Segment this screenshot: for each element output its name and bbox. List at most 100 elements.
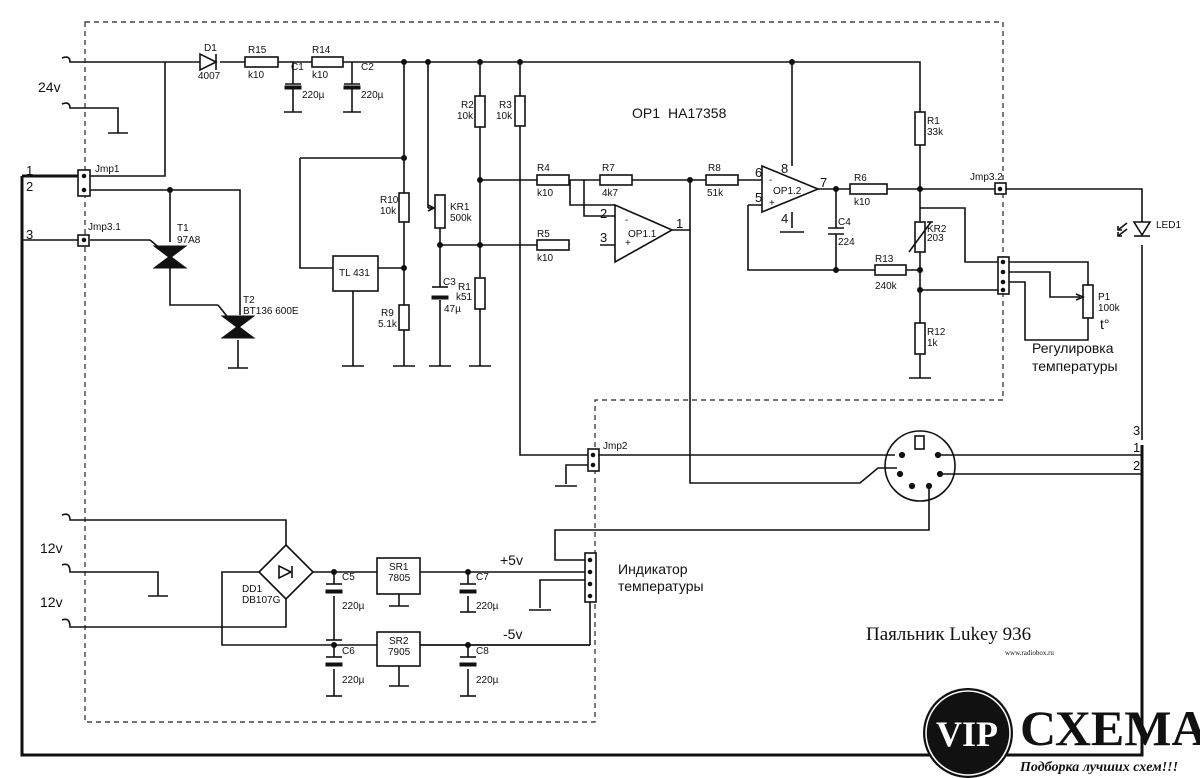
tl431-chip: TL 431 [332, 255, 379, 292]
svg-text:C6: C6 [342, 646, 355, 657]
main-cable [20, 174, 1144, 757]
svg-text:P1: P1 [1098, 292, 1111, 303]
svg-text:C3: C3 [443, 277, 456, 288]
schematic-title: Паяльник Lukey 936 www.radiobox.ru [866, 624, 1054, 657]
svg-text:3: 3 [600, 230, 607, 245]
svg-text:Индикатор: Индикатор [618, 561, 688, 577]
svg-text:10k: 10k [496, 111, 513, 122]
svg-text:SR2: SR2 [389, 636, 409, 647]
board-outline [84, 21, 1004, 723]
svg-text:3: 3 [26, 227, 33, 242]
svg-text:KR1: KR1 [450, 202, 470, 213]
svg-text:+5v: +5v [500, 552, 523, 568]
capacitor-c3: C3 47µ [431, 277, 461, 315]
svg-text:Jmp1: Jmp1 [95, 164, 120, 175]
svg-text:240k: 240k [875, 281, 898, 292]
din-connector: 3 1 2 [554, 230, 1142, 561]
trimmer-kr2: KR2 203 [908, 221, 947, 253]
svg-text:R10: R10 [380, 195, 399, 206]
svg-text:220µ: 220µ [476, 601, 499, 612]
svg-text:2: 2 [600, 206, 607, 221]
svg-text:k10: k10 [312, 70, 329, 81]
resistor-r2: R2 10k [457, 95, 486, 128]
svg-text:k10: k10 [537, 253, 554, 264]
svg-text:220µ: 220µ [342, 675, 365, 686]
svg-text:51k: 51k [707, 188, 724, 199]
svg-text:Регулировка: Регулировка [1032, 340, 1114, 356]
connector-temp-adjust [997, 256, 1010, 295]
svg-text:C4: C4 [838, 217, 851, 228]
svg-text:R12: R12 [927, 327, 946, 338]
svg-text:R4: R4 [537, 163, 550, 174]
resistor-r5: R5 k10 [536, 229, 570, 264]
svg-text:5: 5 [755, 190, 762, 205]
svg-text:220µ: 220µ [361, 90, 384, 101]
svg-text:1: 1 [26, 163, 33, 178]
svg-text:R1: R1 [458, 282, 471, 293]
svg-text:+: + [625, 238, 631, 249]
svg-text:4: 4 [781, 211, 788, 226]
svg-text:47µ: 47µ [444, 304, 461, 315]
cap-labels: C5 220µ C6 220µ C7 220µ C8 220µ [342, 572, 499, 686]
svg-text:D1: D1 [204, 43, 217, 54]
resistor-r15: R15 k10 [244, 45, 279, 81]
power-rails [325, 571, 591, 697]
resistor-r3: R3 10k [496, 95, 526, 127]
led-led1: LED1 [1117, 220, 1181, 237]
vip-schema-logo: VIP СХЕМА Подборка лучших схем!!! [923, 688, 1200, 778]
svg-text:-5v: -5v [503, 626, 522, 642]
svg-text:R6: R6 [854, 173, 867, 184]
svg-text:температуры: температуры [1032, 358, 1118, 374]
svg-text:Jmp3.2: Jmp3.2 [970, 172, 1003, 183]
svg-text:220µ: 220µ [302, 90, 325, 101]
input-24v-label: 24v [38, 79, 61, 95]
regulator-sr2: SR2 7905 -5v [376, 626, 522, 667]
svg-text:2: 2 [26, 179, 33, 194]
svg-text:T1: T1 [177, 223, 189, 234]
label-temp-adjust: Регулировка температуры [1032, 340, 1118, 374]
svg-text:SR1: SR1 [389, 562, 409, 573]
svg-text:R2: R2 [461, 100, 474, 111]
svg-text:100k: 100k [1098, 303, 1121, 314]
svg-text:C2: C2 [361, 62, 374, 73]
svg-text:12v: 12v [40, 540, 63, 556]
regulator-sr1: SR1 7805 +5v [376, 552, 523, 595]
svg-text:LED1: LED1 [1156, 220, 1181, 231]
capacitor-c2: C2 220µ [343, 62, 384, 113]
svg-text:t°: t° [1100, 316, 1110, 332]
svg-text:1: 1 [676, 216, 683, 231]
svg-text:220µ: 220µ [342, 601, 365, 612]
svg-text:203: 203 [927, 233, 944, 244]
resistor-r8: R8 51k [705, 163, 739, 199]
jumper-jmp31: Jmp3.1 [22, 222, 121, 247]
potentiometer-p1: P1 100k t° [1075, 284, 1121, 332]
triac-t1: T1 97A8 [149, 223, 201, 269]
jumper-jmp1: Jmp1 1 2 3 [26, 163, 120, 242]
svg-text:1: 1 [1133, 440, 1140, 455]
svg-text:10k: 10k [380, 206, 397, 217]
resistor-r9: R9 5.1k [378, 304, 410, 331]
svg-text:KR2: KR2 [927, 224, 947, 235]
svg-text:7805: 7805 [388, 573, 411, 584]
svg-text:R15: R15 [248, 45, 267, 56]
svg-text:10k: 10k [457, 111, 474, 122]
svg-text:R13: R13 [875, 254, 894, 265]
svg-text:220µ: 220µ [476, 675, 499, 686]
svg-text:500k: 500k [450, 213, 473, 224]
jumper-jmp2: Jmp2 [555, 441, 628, 487]
svg-text:R1: R1 [927, 116, 940, 127]
svg-text:8: 8 [781, 161, 788, 176]
resistor-r1-33k: R1 33k [914, 111, 944, 146]
svg-text:k10: k10 [537, 188, 554, 199]
svg-text:k10: k10 [248, 70, 265, 81]
resistor-r14: R14 k10 [311, 45, 344, 81]
svg-text:R7: R7 [602, 163, 615, 174]
svg-text:+: + [769, 198, 775, 209]
svg-text:1k: 1k [927, 338, 939, 349]
svg-text:-: - [625, 215, 628, 226]
svg-text:TL 431: TL 431 [339, 268, 370, 279]
svg-text:R5: R5 [537, 229, 550, 240]
svg-text:3: 3 [1133, 423, 1140, 438]
resistor-r4: R4 k10 [536, 163, 570, 199]
